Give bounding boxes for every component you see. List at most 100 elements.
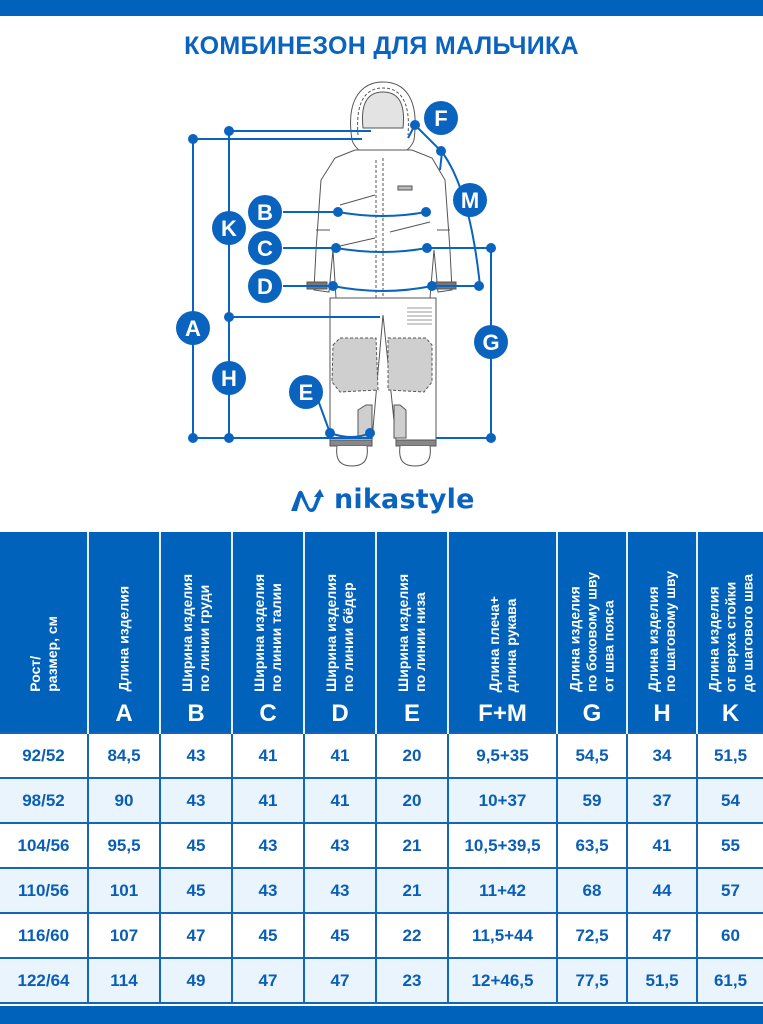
foot-strap-right xyxy=(399,445,431,467)
measurement-cell: 43 xyxy=(303,867,377,914)
bottom-banner-bar xyxy=(0,1006,763,1024)
measurement-cell: 22 xyxy=(375,912,449,959)
measurement-cell: 44 xyxy=(626,867,698,914)
column-header-letter: G xyxy=(582,700,602,727)
garment-measurement-diagram: A H K B C D E F M G xyxy=(0,70,763,480)
measurement-cell: 47 xyxy=(626,912,698,959)
measurement-cell: 43 xyxy=(159,732,233,779)
measurement-cell: 41 xyxy=(231,777,305,824)
column-header-label: Длина изделия по шаговому шву xyxy=(645,571,678,692)
knee-patch-right xyxy=(387,337,433,393)
measurement-cell: 61,5 xyxy=(696,957,763,1004)
marker-K: K xyxy=(212,211,246,245)
measurement-cell: 41 xyxy=(626,822,698,869)
column-header-label: Длина плеча+ длина рукава xyxy=(485,595,519,692)
measurement-cell: 59 xyxy=(556,777,628,824)
column-header: Длина изделия по боковому шву от шва поя… xyxy=(556,532,628,733)
svg-text:D: D xyxy=(257,274,273,299)
marker-E: E xyxy=(289,375,323,409)
measurement-cell: 84,5 xyxy=(87,732,161,779)
measurement-cell: 45 xyxy=(159,822,233,869)
column-header-label: Ширина изделия по линии бёдер xyxy=(323,574,356,692)
measurement-cell: 37 xyxy=(626,777,698,824)
measurement-cell: 45 xyxy=(303,912,377,959)
svg-text:B: B xyxy=(257,200,273,225)
svg-text:H: H xyxy=(221,366,237,391)
measurement-cell: 12+46,5 xyxy=(447,957,558,1004)
column-header-label: Длина изделия по боковому шву от шва поя… xyxy=(566,572,617,692)
size-cell: 104/56 xyxy=(0,822,89,869)
column-header-letter: B xyxy=(187,700,205,727)
brand-logo: nikastyle xyxy=(290,484,475,515)
measurement-cell: 68 xyxy=(556,867,628,914)
marker-M: M xyxy=(453,183,487,217)
size-cell: 116/60 xyxy=(0,912,89,959)
measurement-cell: 41 xyxy=(303,732,377,779)
column-header-letter: K xyxy=(721,700,740,727)
measurement-cell: 20 xyxy=(375,777,449,824)
measurement-cell: 10,5+39,5 xyxy=(447,822,558,869)
measurement-cell: 10+37 xyxy=(447,777,558,824)
marker-B: B xyxy=(248,195,282,229)
measurement-cell: 21 xyxy=(375,867,449,914)
measurement-cell: 47 xyxy=(303,957,377,1004)
measurement-cell: 60 xyxy=(696,912,763,959)
column-header-label: Ширина изделия по линии груди xyxy=(179,574,212,692)
measurement-cell: 72,5 xyxy=(556,912,628,959)
measurement-cell: 11+42 xyxy=(447,867,558,914)
measurement-cell: 43 xyxy=(159,777,233,824)
column-header-letter: D xyxy=(331,700,349,727)
measurement-cell: 41 xyxy=(231,732,305,779)
measurement-cell: 45 xyxy=(159,867,233,914)
page-title: КОМБИНЕЗОН ДЛЯ МАЛЬЧИКА xyxy=(184,32,579,60)
knee-patch-left xyxy=(331,337,379,393)
brand-name: nikastyle xyxy=(334,484,475,515)
measurement-points xyxy=(188,120,496,443)
column-header: Рост/ размер, см xyxy=(0,532,89,733)
measurement-cell: 21 xyxy=(375,822,449,869)
measurement-cell: 77,5 xyxy=(556,957,628,1004)
svg-text:A: A xyxy=(185,316,201,341)
size-cell: 98/52 xyxy=(0,777,89,824)
size-cell: 122/64 xyxy=(0,957,89,1004)
measurement-cell: 47 xyxy=(159,912,233,959)
svg-text:C: C xyxy=(257,236,273,261)
column-header-label: Рост/ размер, см xyxy=(26,616,60,692)
measurement-cell: 54 xyxy=(696,777,763,824)
measurement-cell: 43 xyxy=(231,822,305,869)
measurement-cell: 51,5 xyxy=(696,732,763,779)
column-header-label: Ширина изделия по линии талии xyxy=(251,574,284,692)
svg-text:E: E xyxy=(299,380,314,405)
measurement-cell: 63,5 xyxy=(556,822,628,869)
column-header-letter: F+M xyxy=(478,700,527,727)
snowsuit-illustration xyxy=(306,81,457,467)
measurement-cell: 34 xyxy=(626,732,698,779)
measurement-cell: 41 xyxy=(303,777,377,824)
column-header-label: Длина изделия от верха стойки до шаговог… xyxy=(705,574,755,692)
measurement-cell: 45 xyxy=(231,912,305,959)
svg-text:M: M xyxy=(461,188,479,213)
marker-G: G xyxy=(474,325,508,359)
measurement-cell: 9,5+35 xyxy=(447,732,558,779)
measurement-cell: 107 xyxy=(87,912,161,959)
measurement-cell: 20 xyxy=(375,732,449,779)
measurement-cell: 51,5 xyxy=(626,957,698,1004)
measurement-cell: 95,5 xyxy=(87,822,161,869)
measurement-cell: 57 xyxy=(696,867,763,914)
marker-C: C xyxy=(248,231,282,265)
column-header-letter: A xyxy=(115,700,133,727)
svg-text:G: G xyxy=(482,330,499,355)
